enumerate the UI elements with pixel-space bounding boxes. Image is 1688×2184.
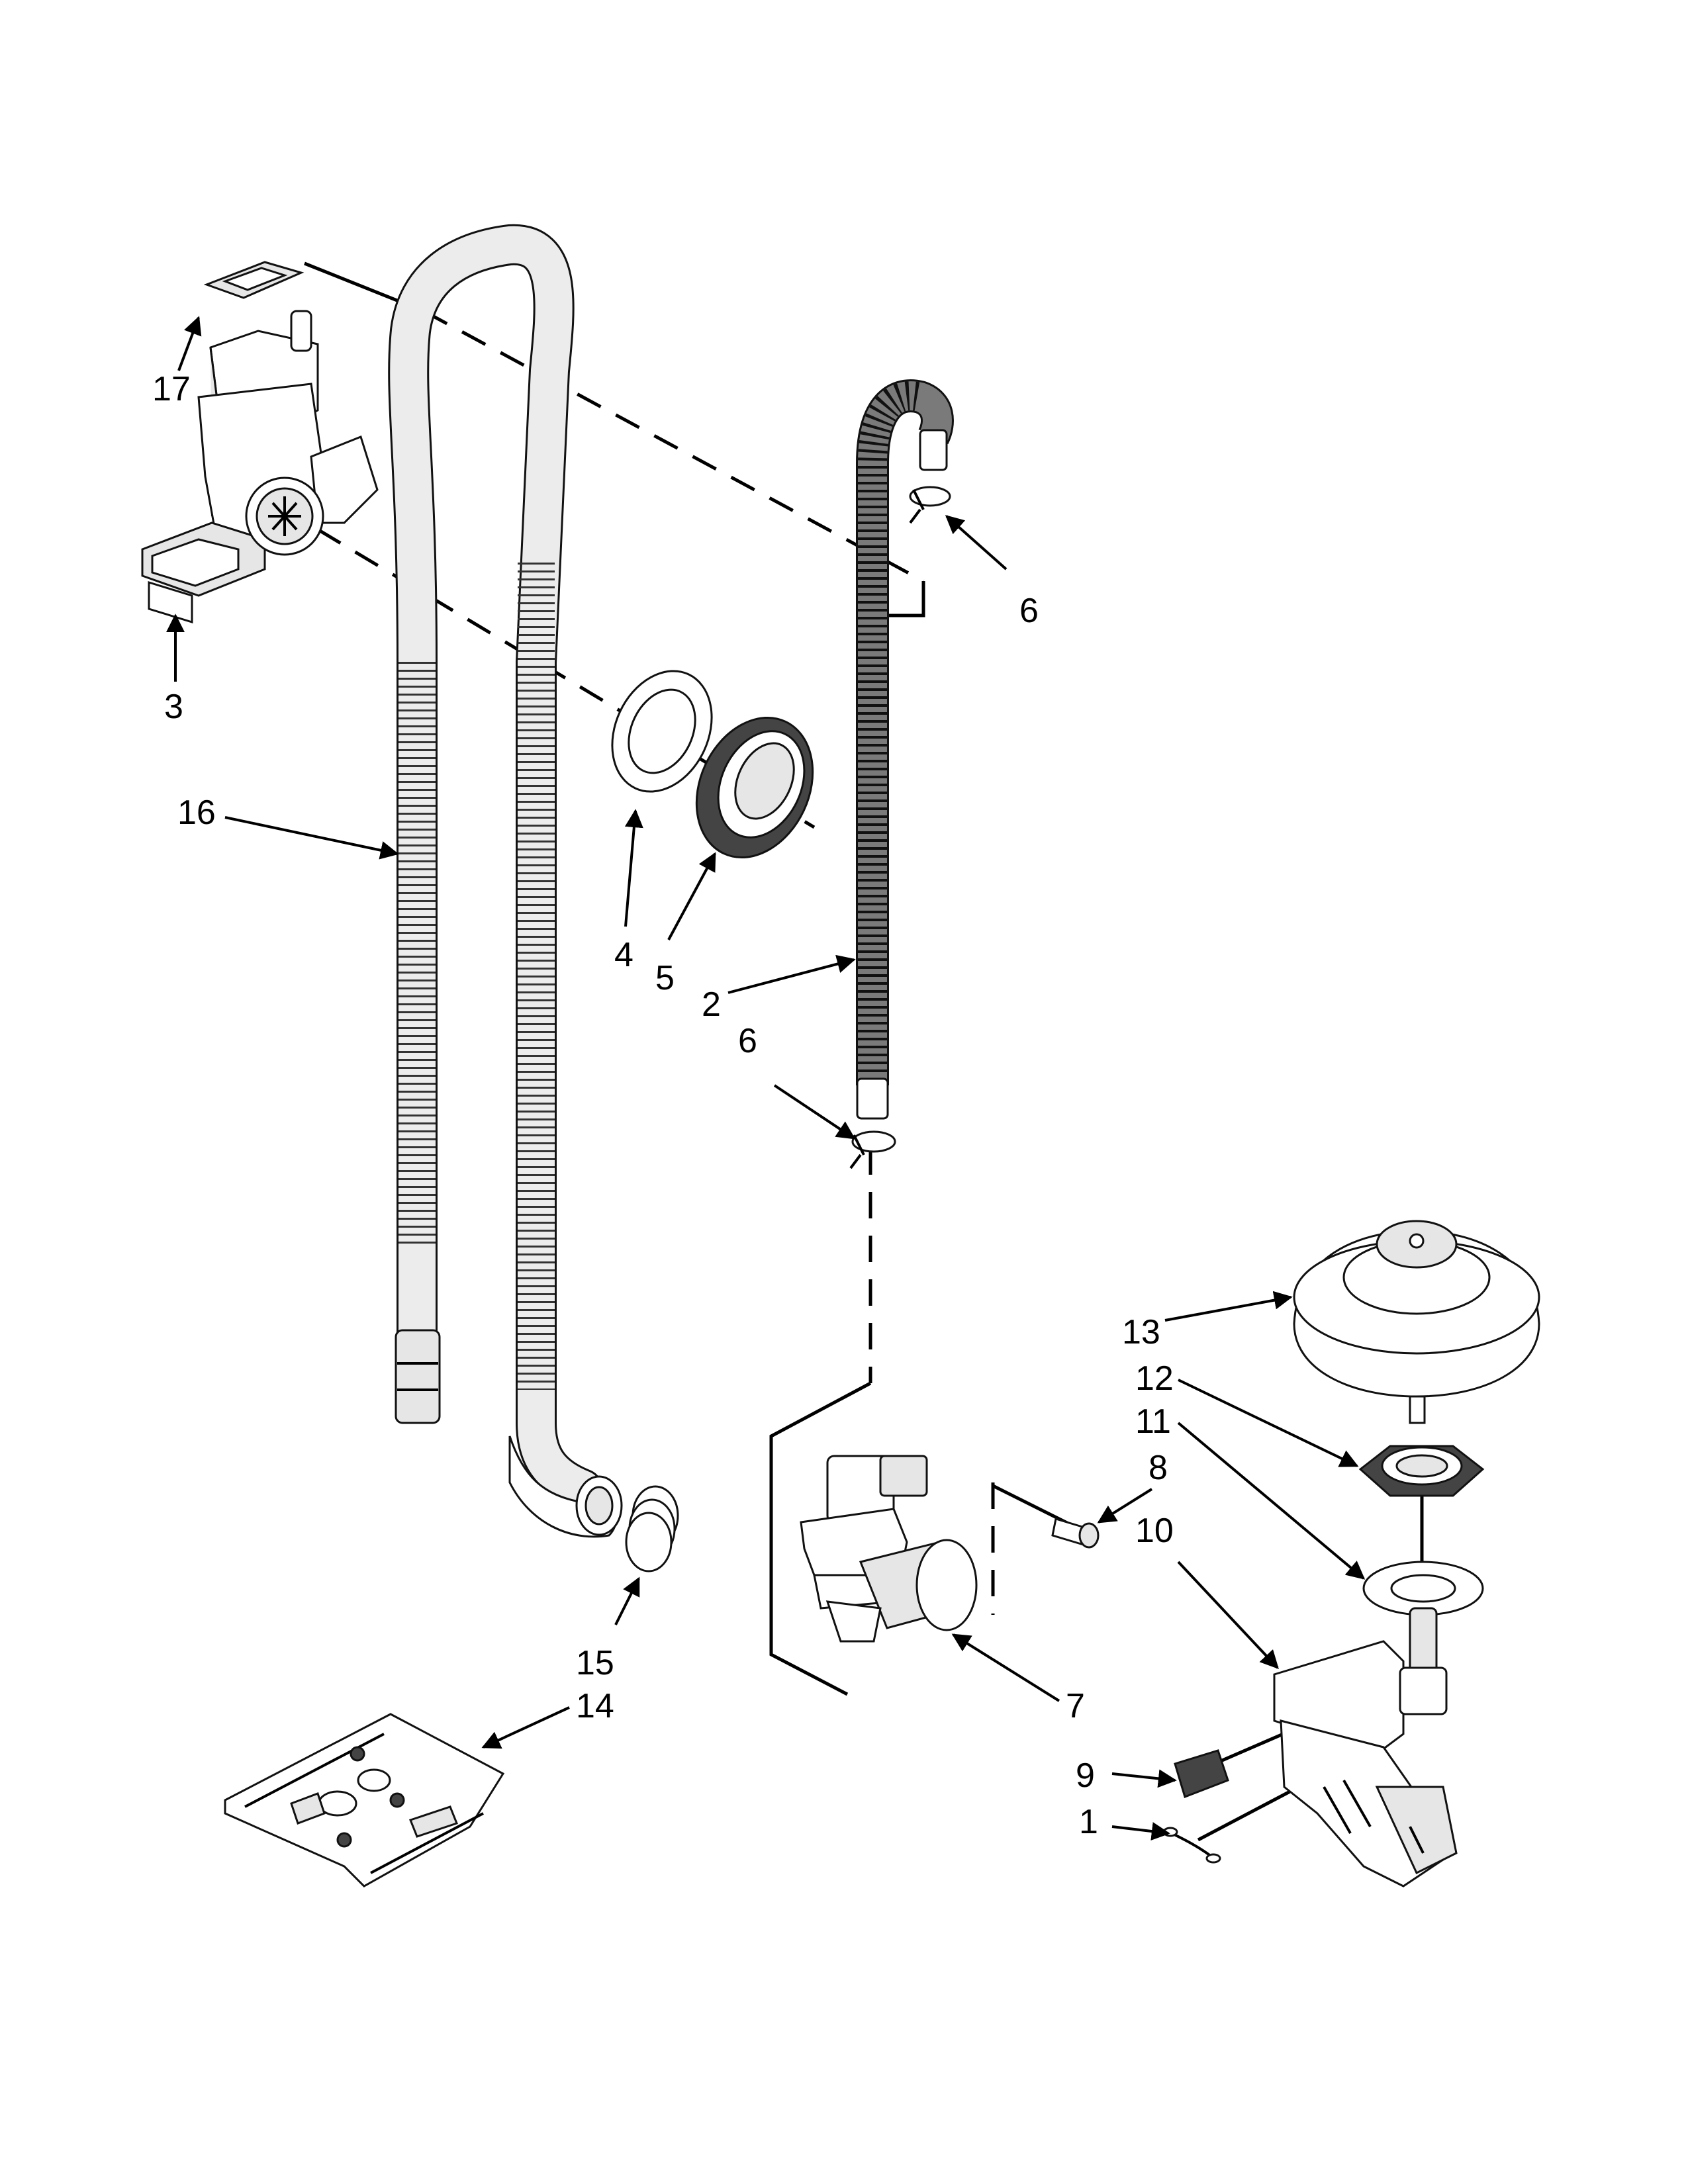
- callout-9: 9: [1076, 1756, 1095, 1795]
- leader-8: [1097, 1488, 1153, 1524]
- hose-clamp-upper: [909, 486, 951, 524]
- drain-hose: [388, 224, 623, 1538]
- callout-8: 8: [1149, 1449, 1168, 1487]
- air-gap-assembly: [141, 310, 379, 624]
- leader-1: [1111, 1822, 1170, 1841]
- callout-15: 15: [576, 1644, 614, 1682]
- leader-10: [1177, 1561, 1279, 1670]
- callout-14: 14: [576, 1687, 614, 1725]
- leader-7: [951, 1633, 1060, 1702]
- inlet-hose: [856, 379, 954, 1120]
- callout-16: 16: [177, 794, 216, 832]
- float-gasket: [1362, 1561, 1484, 1616]
- leader-2: [727, 954, 856, 994]
- leader-4: [624, 809, 643, 927]
- callout-10: 10: [1135, 1512, 1174, 1550]
- callout-4: 4: [614, 936, 633, 974]
- float-switch-bracket: [1273, 1607, 1458, 1888]
- drain-hose-clamp: [625, 1485, 679, 1572]
- leader-6b: [773, 1084, 856, 1140]
- callout-11: 11: [1135, 1402, 1171, 1441]
- float-nut: [1358, 1445, 1485, 1497]
- wire-connector: [1162, 1827, 1221, 1864]
- guide-line-air-gap-to-inlet-hose: [422, 309, 925, 583]
- guide-line-hose-top: [887, 581, 925, 617]
- leader-15: [614, 1576, 640, 1625]
- leader-17: [177, 316, 202, 371]
- leader-16: [224, 816, 399, 860]
- drain-nut: [695, 716, 814, 859]
- leader-9: [1111, 1769, 1177, 1788]
- callout-5: 5: [655, 959, 675, 997]
- callout-3: 3: [164, 688, 183, 726]
- guide-line-valve-bracket: [769, 1381, 872, 1696]
- parts-bag: [224, 1713, 505, 1888]
- hose-clamp-lower: [849, 1130, 896, 1169]
- callout-2: 2: [702, 985, 721, 1024]
- callout-leaders: [166, 316, 1366, 1841]
- drain-gasket: [611, 670, 713, 793]
- leader-13: [1164, 1291, 1293, 1322]
- air-gap-cap: [203, 261, 305, 299]
- leader-12: [1178, 1379, 1359, 1467]
- callout-13: 13: [1122, 1313, 1160, 1351]
- leader-14: [481, 1706, 570, 1749]
- callout-17: 17: [152, 370, 191, 408]
- callout-12: 12: [1135, 1359, 1174, 1398]
- float: [1293, 1220, 1540, 1424]
- callout-7: 7: [1066, 1687, 1085, 1725]
- callout-6-upper: 6: [1019, 592, 1039, 630]
- leader-5: [667, 852, 716, 940]
- leader-11: [1177, 1422, 1366, 1580]
- valve-screw: [1051, 1518, 1100, 1549]
- callout-6-lower: 6: [738, 1022, 757, 1060]
- leader-6a: [945, 515, 1008, 570]
- callout-1: 1: [1079, 1803, 1098, 1841]
- water-inlet-valve: [800, 1455, 978, 1643]
- float-switch: [1174, 1749, 1229, 1798]
- callout-labels: 17 3 16 6 4 5 2 6 13 12 11 8 10 15 14 7 …: [152, 370, 1174, 1841]
